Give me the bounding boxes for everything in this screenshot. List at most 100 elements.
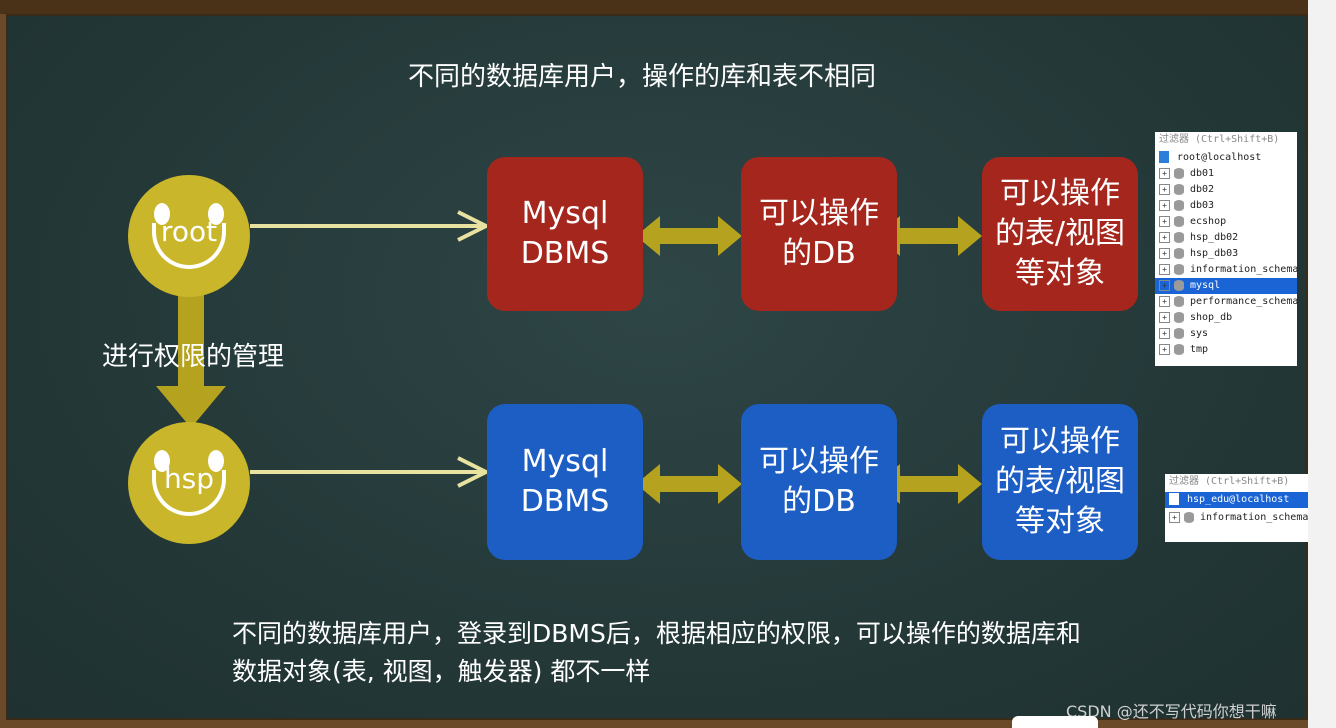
hsp-user-label: hsp	[163, 462, 215, 495]
box-line: Mysql	[521, 196, 609, 231]
database-icon	[1174, 183, 1184, 195]
box-line: 可以操作	[999, 176, 1120, 211]
database-label: mysql	[1190, 280, 1221, 291]
expand-icon[interactable]: +	[1159, 167, 1170, 179]
eye-icon	[208, 450, 224, 472]
database-label: hsp_db03	[1190, 248, 1239, 259]
expand-icon[interactable]: +	[1159, 327, 1170, 339]
database-label: ecshop	[1190, 216, 1227, 227]
hsp-user-face: hsp	[128, 422, 250, 544]
database-icon	[1174, 327, 1184, 339]
eye-icon	[154, 203, 170, 225]
filter-header: 过滤器 (Ctrl+Shift+B)	[1169, 476, 1290, 487]
database-label: shop_db	[1190, 312, 1233, 323]
box-line: 等对象	[1014, 256, 1105, 291]
database-label: db02	[1190, 184, 1215, 195]
eye-icon	[154, 450, 170, 472]
expand-icon[interactable]: +	[1159, 279, 1170, 291]
database-icon	[1174, 279, 1184, 291]
database-node[interactable]: + hsp_db03	[1155, 246, 1297, 262]
database-label: tmp	[1190, 344, 1209, 355]
database-icon	[1174, 343, 1184, 355]
expand-icon[interactable]: +	[1159, 231, 1170, 243]
diagram-title: 不同的数据库用户，操作的库和表不相同	[408, 62, 877, 92]
root-connector-head	[457, 210, 491, 242]
hsp-db-box: 可以操作的DB	[741, 404, 897, 560]
eye-icon	[208, 203, 224, 225]
database-node[interactable]: + information_schema	[1155, 262, 1299, 278]
box-line: 等对象	[1014, 504, 1105, 539]
database-node[interactable]: + performance_schema	[1155, 294, 1299, 310]
expand-icon[interactable]: +	[1159, 343, 1170, 355]
database-node[interactable]: + shop_db	[1155, 310, 1297, 326]
board-frame-top	[0, 0, 1336, 14]
box-line: 的DB	[782, 484, 856, 519]
chalkboard	[6, 14, 1308, 720]
database-node[interactable]: + information_schema	[1165, 510, 1308, 526]
root-user-face: root	[128, 175, 250, 297]
hsp-objects-box: 可以操作的表/视图等对象	[982, 404, 1138, 560]
database-label: sys	[1190, 328, 1209, 339]
database-label: db01	[1190, 168, 1215, 179]
dbms-db-double-arrow-1	[636, 216, 742, 256]
manage-arrow	[156, 292, 226, 428]
root-db-box: 可以操作的DB	[741, 157, 897, 311]
summary-line-1: 不同的数据库用户，登录到DBMS后，根据相应的权限，可以操作的数据库和	[232, 619, 1081, 648]
connection-node[interactable]: root@localhost	[1159, 150, 1261, 166]
box-line: 可以操作	[999, 424, 1120, 459]
database-node[interactable]: +hsp_db02	[1155, 230, 1297, 246]
box-line: DBMS	[520, 484, 610, 519]
expand-icon[interactable]: +	[1169, 511, 1180, 523]
expand-icon[interactable]: +	[1159, 215, 1170, 227]
connection-label: root@localhost	[1177, 152, 1262, 163]
database-icon	[1174, 295, 1184, 307]
box-line: Mysql	[521, 444, 609, 479]
server-icon	[1169, 493, 1179, 505]
expand-icon[interactable]: +	[1159, 311, 1170, 323]
database-label: information_schema	[1190, 264, 1299, 275]
database-label: performance_schema	[1190, 296, 1299, 307]
manage-permission-label: 进行权限的管理	[102, 342, 285, 372]
database-node[interactable]: + db01	[1155, 166, 1297, 182]
hsp-database-tree: 过滤器 (Ctrl+Shift+B) hsp_edu@localhost + in…	[1165, 474, 1308, 542]
root-objects-box: 可以操作的表/视图等对象	[982, 157, 1138, 311]
expand-icon[interactable]: +	[1159, 199, 1170, 211]
database-icon	[1174, 231, 1184, 243]
hsp-connector-head	[457, 456, 491, 488]
expand-icon[interactable]: +	[1159, 263, 1170, 275]
dbms-db-double-arrow-2	[636, 464, 742, 504]
filter-header: 过滤器 (Ctrl+Shift+B)	[1159, 134, 1280, 145]
connection-node-selected[interactable]: hsp_edu@localhost	[1165, 492, 1308, 508]
db-obj-double-arrow-1	[876, 216, 982, 256]
expand-icon[interactable]: +	[1159, 295, 1170, 307]
connection-label: hsp_edu@localhost	[1187, 494, 1290, 505]
database-node[interactable]: + db02	[1155, 182, 1297, 198]
box-line: 的表/视图	[994, 216, 1126, 251]
database-label: information_schema	[1200, 512, 1309, 523]
box-line: 可以操作	[759, 196, 879, 231]
watermark: CSDN @还不写代码你想干嘛	[1066, 702, 1277, 721]
database-node[interactable]: + tmp	[1155, 342, 1297, 358]
database-icon	[1174, 215, 1184, 227]
box-line: 可以操作	[759, 444, 879, 479]
database-icon	[1174, 247, 1184, 259]
box-line: 的表/视图	[994, 464, 1126, 499]
database-node[interactable]: +db03	[1155, 198, 1297, 214]
db-obj-double-arrow-2	[876, 464, 982, 504]
expand-icon[interactable]: +	[1159, 247, 1170, 259]
right-margin	[1308, 0, 1336, 728]
expand-icon[interactable]: +	[1159, 183, 1170, 195]
database-node[interactable]: + sys	[1155, 326, 1297, 342]
root-user-label: root	[160, 215, 218, 248]
database-node[interactable]: + ecshop	[1155, 214, 1297, 230]
database-node-selected[interactable]: + mysql	[1155, 278, 1297, 294]
summary-line-2: 数据对象(表, 视图，触发器) 都不一样	[232, 657, 651, 686]
box-line: DBMS	[520, 236, 610, 271]
root-database-tree: 过滤器 (Ctrl+Shift+B) root@localhost +db01 …	[1155, 132, 1299, 366]
database-icon	[1184, 511, 1194, 523]
database-icon	[1174, 167, 1184, 179]
database-icon	[1174, 311, 1184, 323]
